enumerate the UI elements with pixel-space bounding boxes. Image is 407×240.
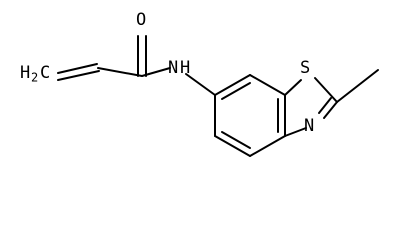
- bond-vinyl-double-b: [57, 70, 100, 81]
- bond-benzene-4: [249, 135, 286, 157]
- thiazole-nitrogen-label: N: [304, 116, 314, 136]
- vinyl-c-label: C: [40, 63, 50, 83]
- amide-nitrogen-label: N: [168, 58, 178, 78]
- bond-vinyl-to-carbonyl: [97, 67, 143, 77]
- bond-c2-to-nitrogen-a: [323, 101, 338, 119]
- vinyl-subscript-label: 2: [31, 71, 38, 85]
- bond-ring-to-sulfur: [284, 79, 302, 96]
- carbonyl-oxygen-label: O: [136, 10, 146, 30]
- bond-benzene-5: [214, 135, 251, 157]
- atom-labels: H 2 C O N H S N: [20, 10, 314, 136]
- bond-benzene-inner-3: [221, 131, 251, 149]
- bonds: [57, 35, 379, 157]
- amide-hydrogen-label: H: [180, 58, 190, 78]
- bond-nitrogen-to-ring: [185, 73, 216, 96]
- bond-benzene-1: [214, 74, 251, 96]
- thiazole-sulfur-label: S: [300, 58, 310, 78]
- bond-c2-to-nitrogen-b: [318, 97, 332, 114]
- bond-nitrogen-to-ring: [284, 127, 307, 137]
- bond-vinyl-double-a: [57, 63, 98, 74]
- bond-benzene-2: [249, 74, 286, 96]
- bond-methyl: [336, 69, 379, 103]
- bond-sulfur-to-c2: [314, 77, 338, 103]
- bond-benzene-inner-1: [221, 82, 251, 100]
- vinyl-h-label: H: [20, 63, 30, 83]
- bond-carbonyl-to-nitrogen: [141, 67, 171, 77]
- chemical-structure-diagram: H 2 C O N H S N: [20, 10, 379, 157]
